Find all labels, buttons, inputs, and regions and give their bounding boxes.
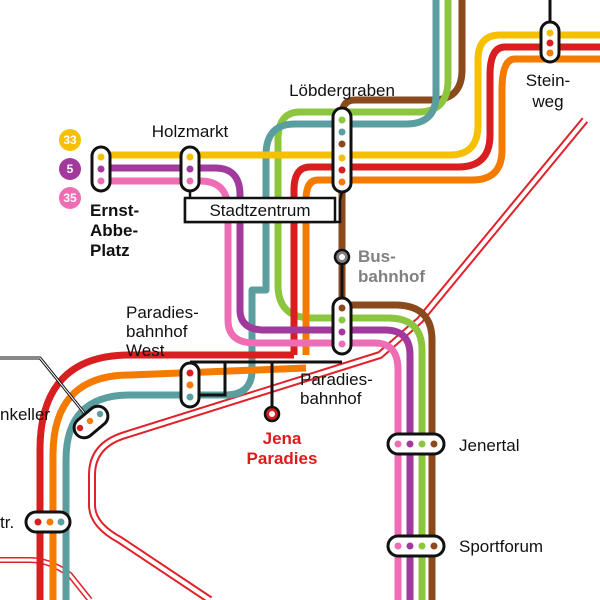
station-busbahnhof[interactable] — [333, 248, 351, 298]
label-busbahnhof-2: bahnhof — [358, 267, 425, 286]
label-steinweg-2: weg — [531, 92, 563, 111]
station-keller[interactable] — [70, 402, 112, 442]
label-pbw-1: Paradies- — [126, 303, 199, 322]
badge-33-label: 33 — [63, 133, 77, 147]
label-ernst-abbe-1: Ernst- — [90, 201, 139, 220]
label-pbw-2: bahnhof — [126, 322, 188, 341]
station-ernst-abbe-platz[interactable] — [90, 145, 112, 193]
stations: Stadtzentrum — [24, 0, 561, 558]
label-keller-partial: nkeller — [0, 405, 50, 424]
label-ernst-abbe-2: Abbe- — [90, 221, 138, 240]
station-paradiesbahnhof[interactable] — [331, 296, 353, 356]
label-sportforum: Sportforum — [459, 537, 543, 556]
line-purple — [100, 164, 414, 600]
station-steinweg[interactable] — [539, 0, 561, 64]
label-busbahnhof-1: Bus- — [358, 247, 396, 266]
line-orange-upper — [302, 55, 600, 355]
line-brown — [338, 0, 466, 600]
label-str-partial: tr. — [0, 513, 14, 532]
station-str[interactable] — [24, 510, 72, 534]
badge-5-label: 5 — [67, 162, 74, 176]
station-stadtzentrum[interactable]: Stadtzentrum — [183, 191, 344, 224]
badge-line-35[interactable]: 35 — [59, 187, 81, 209]
label-holzmarkt: Holzmarkt — [152, 122, 229, 141]
label-steinweg-1: Stein- — [526, 71, 570, 90]
line-legend: 33 5 35 — [59, 129, 81, 209]
station-loebdergraben[interactable] — [331, 106, 353, 194]
station-labels: Stein- weg Löbdergraben Holzmarkt Ernst-… — [0, 71, 570, 556]
badge-35-label: 35 — [63, 191, 77, 205]
station-jenertal[interactable] — [386, 432, 446, 456]
badge-line-33[interactable]: 33 — [59, 129, 81, 151]
label-paradiesbahnhof-1: Paradies- — [300, 370, 373, 389]
line-yellow — [100, 31, 600, 159]
line-orange-lower — [49, 364, 307, 600]
label-jena-paradies-2: Paradies — [247, 449, 318, 468]
label-ernst-abbe-3: Platz — [90, 241, 130, 260]
connector-left-white — [0, 357, 91, 421]
line-red-upper — [290, 43, 600, 355]
label-loebdergraben: Löbdergraben — [289, 81, 395, 100]
station-holzmarkt[interactable] — [179, 145, 201, 193]
badge-line-5[interactable]: 5 — [59, 158, 81, 180]
label-paradiesbahnhof-2: bahnhof — [300, 389, 362, 408]
line-red-lower — [36, 351, 294, 600]
station-jena-paradies[interactable] — [263, 362, 281, 423]
label-jena-paradies-1: Jena — [263, 429, 302, 448]
label-stadtzentrum: Stadtzentrum — [209, 201, 310, 220]
label-jenertal: Jenertal — [459, 436, 519, 455]
line-pink — [100, 177, 402, 600]
station-sportforum[interactable] — [386, 534, 446, 558]
label-pbw-3: West — [126, 341, 165, 360]
station-paradiesbahnhof-west[interactable] — [179, 360, 342, 409]
